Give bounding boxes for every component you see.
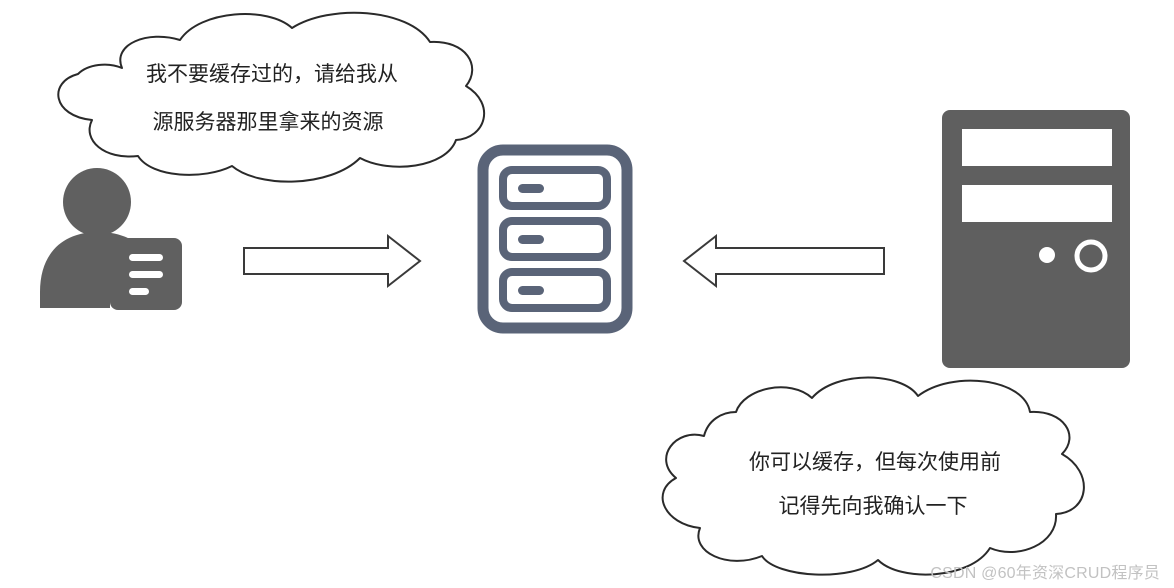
cache-server-rack-icon: [477, 144, 633, 334]
client-cloud-outline: [57, 11, 485, 183]
arrow-origin-to-proxy: [682, 233, 885, 289]
document-line-2: [129, 271, 163, 278]
rack-led-1: [518, 184, 544, 193]
user-document-icon: [40, 168, 182, 310]
document-line-3: [129, 288, 149, 295]
tower-led: [1039, 247, 1055, 263]
rack-frame: [477, 144, 633, 334]
rack-unit-1: [499, 166, 611, 210]
tower-body: [942, 110, 1130, 368]
user-body: [40, 232, 140, 308]
csdn-watermark: CSDN @60年资深CRUD程序员: [930, 565, 1160, 582]
client-bubble-line1: 我不要缓存过的，请给我从: [146, 62, 398, 86]
rack-unit-3: [499, 268, 611, 312]
server-cloud-outline: [661, 376, 1085, 576]
server-speech-cloud: 你可以缓存，但每次使用前 记得先向我确认一下: [661, 376, 1085, 576]
tower-bay-1: [962, 129, 1112, 166]
arrow-client-to-proxy: [243, 233, 422, 289]
document-line-1: [129, 254, 163, 261]
rack-led-3: [518, 286, 544, 295]
server-bubble-line2: 记得先向我确认一下: [779, 494, 968, 518]
rack-led-2: [518, 235, 544, 244]
client-speech-cloud: 我不要缓存过的，请给我从 源服务器那里拿来的资源: [57, 11, 485, 183]
tower-power-button: [1074, 239, 1108, 273]
user-head: [63, 168, 131, 236]
server-bubble-line1: 你可以缓存，但每次使用前: [749, 450, 1001, 474]
origin-server-tower-icon: [942, 110, 1130, 368]
rack-unit-2: [499, 217, 611, 261]
tower-bay-2: [962, 185, 1112, 222]
client-bubble-line2: 源服务器那里拿来的资源: [153, 110, 384, 134]
